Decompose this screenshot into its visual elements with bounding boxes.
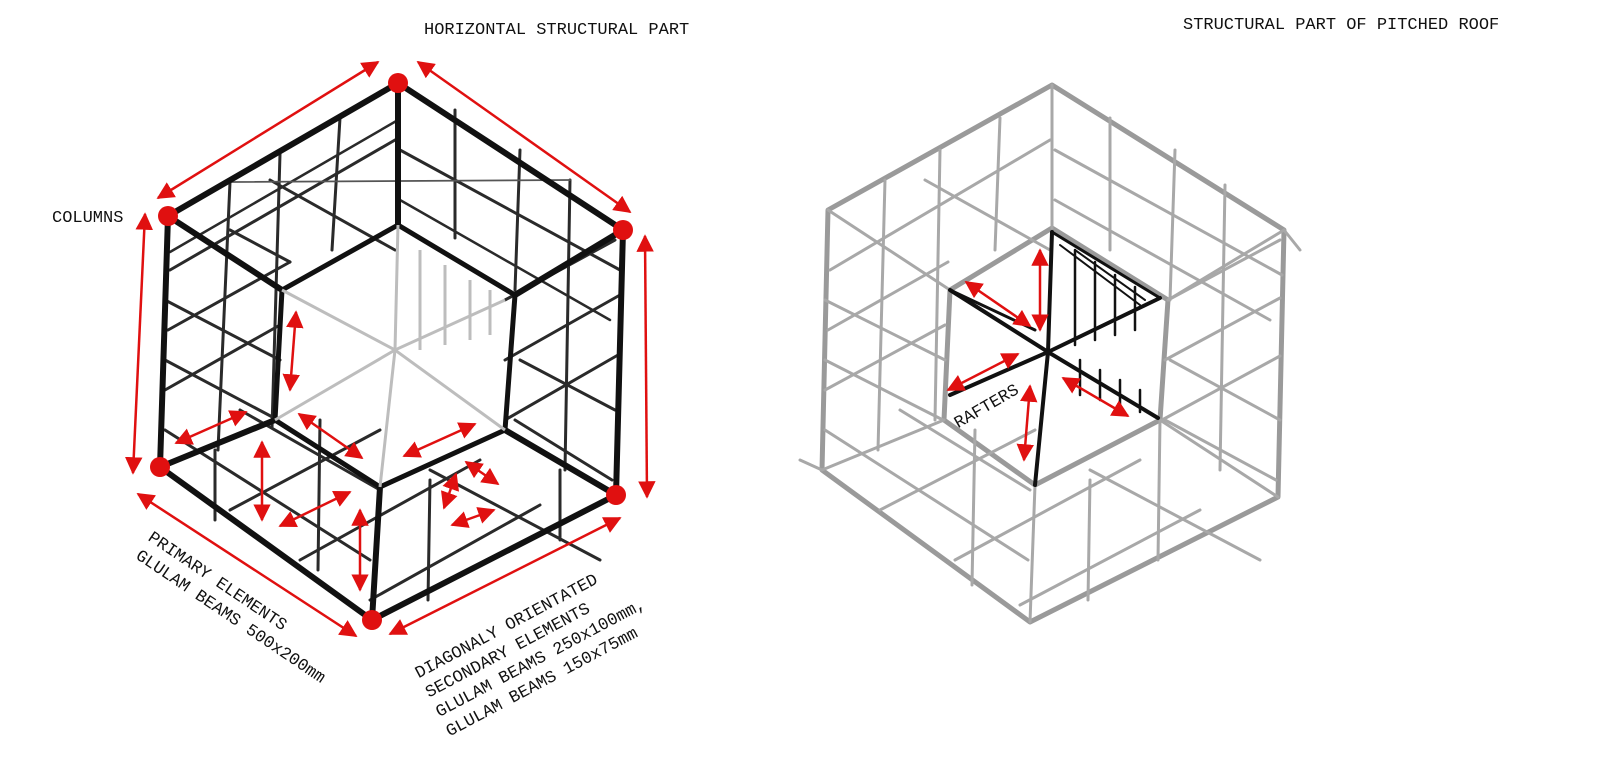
inner-roof-ghost [274,224,506,488]
column-dot [150,457,170,477]
title-pitched-roof: STRUCTURAL PART OF PITCHED ROOF [1183,16,1500,35]
annotation-arrows [124,60,656,638]
column-dot [613,220,633,240]
title-horizontal-structural-part: HORIZONTAL STRUCTURAL PART [424,21,690,40]
pitched-roof-sketch [798,82,1302,625]
column-dot [362,610,382,630]
horizontal-structure-sketch [124,60,656,638]
column-markers [150,73,633,630]
column-dot [158,206,178,226]
column-dot [606,485,626,505]
label-columns: COLUMNS [52,209,124,228]
column-dot [388,73,408,93]
rafter-arrows [946,248,1130,462]
